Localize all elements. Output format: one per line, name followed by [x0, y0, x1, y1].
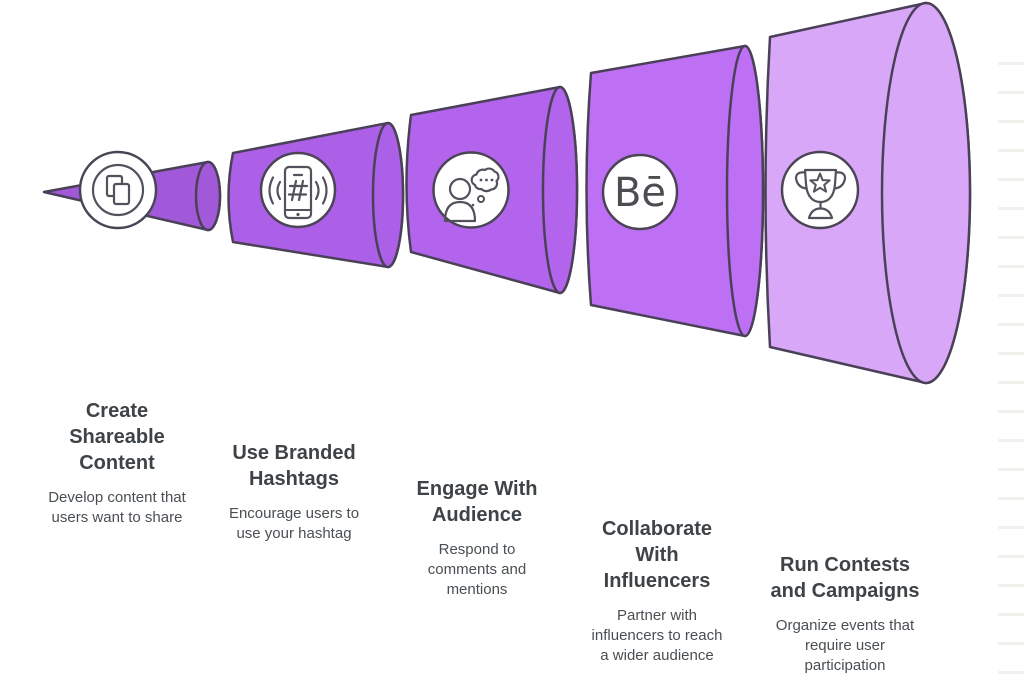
behance-logo-text: Bē: [614, 170, 666, 216]
stage-label-4: Collaborate With Influencers Partner wit…: [562, 516, 752, 666]
stage-label-5: Run Contests and Campaigns Organize even…: [750, 552, 940, 676]
trophy-star-icon: [780, 150, 860, 230]
stage-2-description: Encourage users to use your hashtag: [228, 505, 360, 542]
stage-3-title: Engage With Audience: [416, 478, 538, 526]
funnel-stage-5: [764, 1, 972, 385]
stage-1-title: Create Shareable Content: [69, 400, 165, 474]
stage-1-description: Develop content that users want to share: [48, 489, 186, 526]
funnel-diagram: Bē: [42, 1, 972, 385]
stage-4-title: Collaborate With Influencers: [601, 518, 713, 592]
stage-3-description: Respond to comments and mentions: [427, 541, 527, 598]
stage-2-title: Use Branded Hashtags: [232, 442, 356, 490]
stage-label-3: Engage With Audience Respond to comments…: [382, 476, 572, 600]
behance-logo-icon: Bē: [601, 153, 679, 231]
stage-icons: Bē: [78, 150, 860, 231]
stage-4-description: Partner with influencers to reach a wide…: [591, 607, 723, 664]
stage-label-2: Use Branded Hashtags Encourage users to …: [199, 440, 389, 544]
copy-pages-icon: [78, 150, 158, 230]
phone-hashtag-icon: [259, 151, 337, 229]
stage-5-title: Run Contests and Campaigns: [770, 554, 920, 602]
stage-label-1: Create Shareable Content Develop content…: [22, 398, 212, 528]
person-thought-bubble-icon: [432, 151, 510, 229]
stage-5-description: Organize events that require user partic…: [775, 617, 915, 674]
